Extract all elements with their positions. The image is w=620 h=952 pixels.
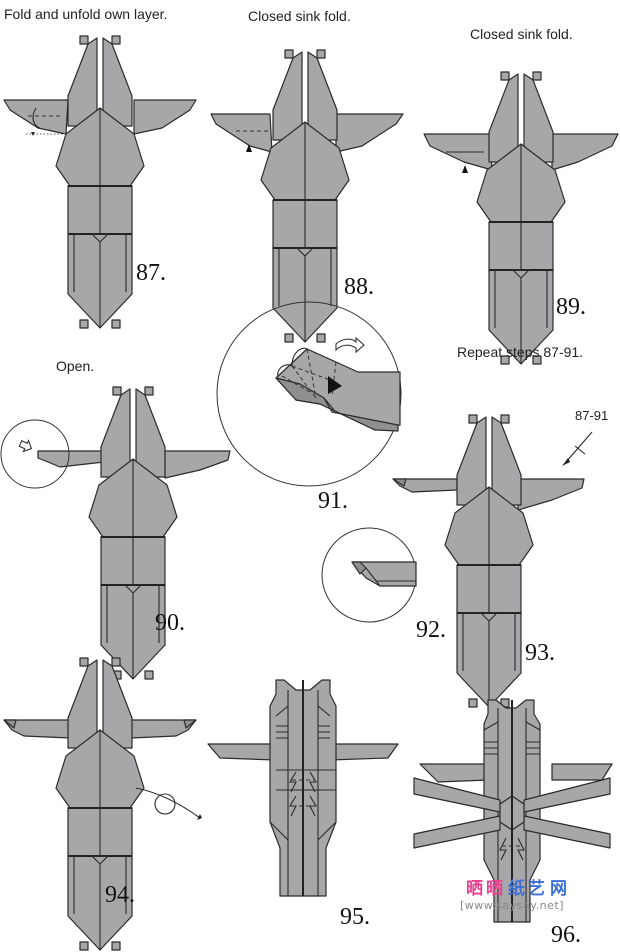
- step-88-right-wing: [335, 113, 404, 153]
- step-92-figure: [321, 527, 417, 623]
- step-94-figure: [3, 657, 202, 951]
- step-96-back-right-wing: [551, 763, 613, 781]
- step-89-figure: [423, 71, 619, 365]
- step-88-left-wing: [210, 113, 273, 153]
- step-93-figure: [392, 414, 593, 708]
- step-91-detail-circle: [216, 301, 402, 487]
- step-87-left-wing: [3, 99, 69, 135]
- valley-arrow-icon: [246, 144, 252, 152]
- sink-arrow-icon: [328, 376, 342, 394]
- step-96-front-left-wing-lower: [413, 815, 501, 849]
- step-90-figure: [0, 386, 231, 680]
- repeat-arrow: [565, 431, 593, 463]
- flip-arrow-icon: [335, 336, 365, 354]
- step-89-right-wing: [551, 133, 619, 171]
- step-88-figure: [210, 49, 404, 343]
- step-87-right-wing: [133, 99, 197, 135]
- step-90-right-wing: [164, 450, 231, 479]
- step-91-figure: [216, 301, 402, 487]
- step-90-detail-circle: [0, 419, 70, 489]
- turn-over-arrow: [135, 787, 201, 819]
- step-95-left-wing: [207, 743, 277, 761]
- open-arrow-icon: [18, 439, 33, 453]
- step-94-left-wing: [3, 719, 71, 739]
- step-93-right-wing: [517, 478, 585, 511]
- step-95-figure: [207, 679, 399, 897]
- step-93-left-wing: [392, 478, 458, 493]
- step-95-right-wing: [329, 743, 399, 761]
- step-96-figure: [413, 699, 613, 923]
- step-92-wing-tip: [351, 561, 417, 587]
- step-87-figure: [3, 35, 197, 329]
- valley-arrow-icon: [462, 165, 468, 173]
- step-96-back-left-wing: [419, 763, 489, 783]
- step-87-fold-arrowhead: [31, 132, 35, 136]
- step-90-left-wing: [37, 450, 105, 468]
- step-96-front-right-wing-lower: [523, 815, 611, 849]
